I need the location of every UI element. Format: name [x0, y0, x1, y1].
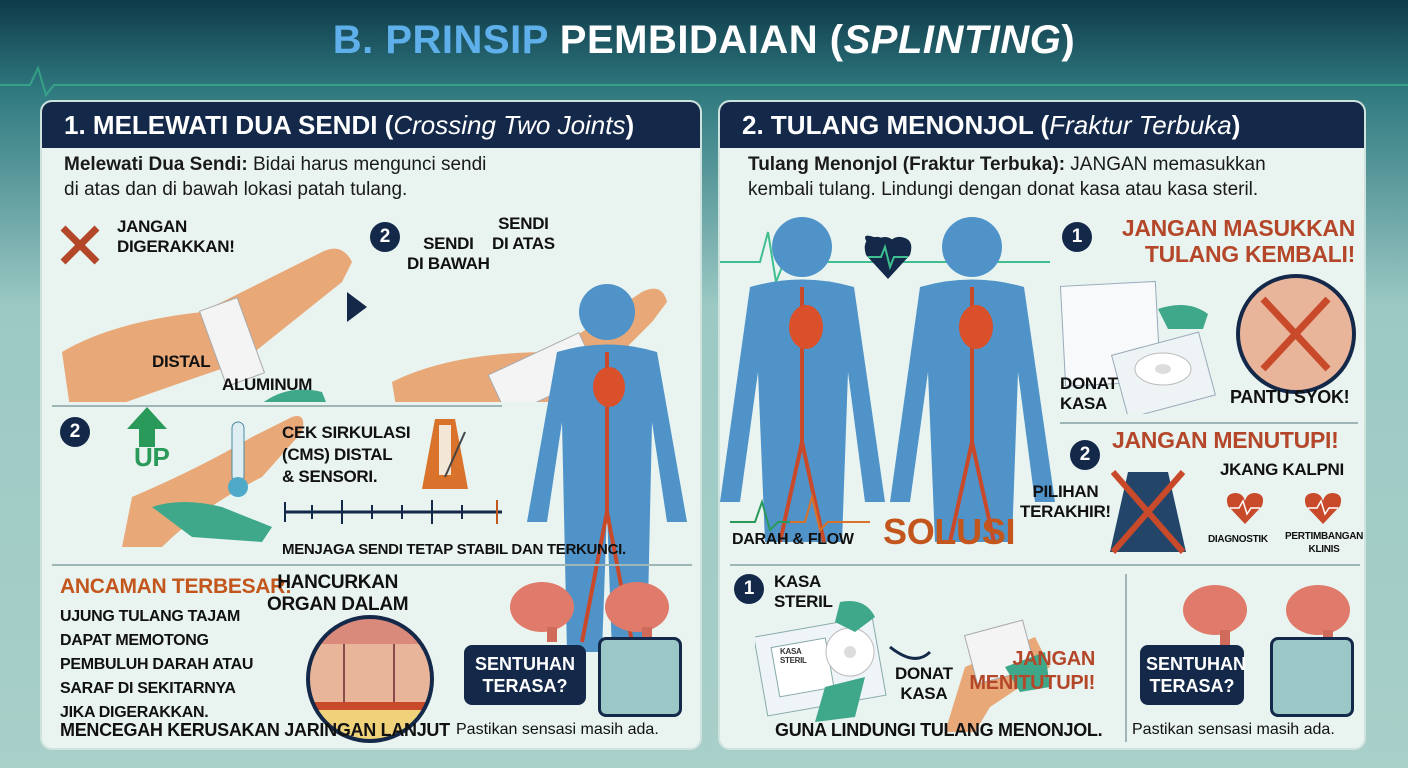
ecg-line-decoration: [0, 65, 1408, 98]
brain-icons: [1183, 585, 1350, 645]
label-up: UP: [134, 442, 170, 472]
label-mencegah: MENCEGAH KERUSAKAN JARINGAN LANJUT: [60, 720, 450, 740]
divider: [1060, 422, 1358, 424]
step-number-badge: 2: [60, 417, 90, 447]
label-pastikan-sensasi: Pastikan sensasi masih ada.: [1132, 721, 1335, 738]
human-circulatory-figure: [527, 284, 687, 652]
right-intro: Tulang Menonjol (Fraktur Terbuka): JANGA…: [748, 154, 1266, 200]
left-panel-crossing-two-joints: 1. MELEWATI DUA SENDI (Crossing Two Join…: [40, 100, 702, 750]
step-number-badge: 2: [370, 222, 400, 252]
right-panel-open-fracture: 2. TULANG MENONJOL (Fraktur Terbuka) Tul…: [718, 100, 1366, 750]
label-distal: DISTAL: [152, 352, 211, 371]
label-diagnostik: DIAGNOSTIK: [1208, 534, 1268, 545]
label-aluminum: ALUMINUM: [222, 375, 313, 394]
label-solusi: SOLUSI: [883, 511, 1016, 552]
applying-gauze-illustration: [755, 601, 1050, 732]
two-human-circulatory-figures: [720, 217, 1055, 542]
label-menjaga-sendi: MENJAGA SENDI TETAP STABIL DAN TERKUNCI.: [282, 541, 626, 558]
circulation-check-illustration: [122, 407, 304, 547]
label-jangan-menutupi: JANGAN MENUTUPI!: [1112, 427, 1339, 453]
heart-ecg-icon: [864, 236, 912, 279]
label-pastikan-sensasi: Pastikan sensasi masih ada.: [456, 721, 659, 738]
page-title: B. PRINSIP PEMBIDAIAN (SPLINTING): [332, 18, 1076, 62]
label-darah-flow: DARAH & FLOW: [732, 531, 854, 548]
heart-diagnostik-icon: [1226, 493, 1264, 524]
vertical-divider: [1125, 574, 1127, 742]
jacket-crossed-icon: [1110, 470, 1186, 554]
x-mark-icon: [60, 225, 100, 265]
label-cek-sirkulasi: CEK SIRKULASI(CMS) DISTAL& SENSORI.: [282, 423, 411, 486]
divider: [52, 564, 692, 566]
label-jkang-kalpni: JKANG KALPNI: [1220, 460, 1344, 479]
nerve-sensation-icon: [598, 637, 682, 717]
nerve-sensation-icon: [1270, 637, 1354, 717]
brain-icons: [510, 582, 669, 642]
heart-pertimbangan-icon: [1304, 493, 1342, 524]
step-number-badge: 1: [1062, 222, 1092, 252]
left-intro: Melewati Dua Sendi: Bidai harus mengunci…: [64, 154, 487, 200]
ruler-scale-icon: [284, 500, 502, 524]
tissue-cross-section-icon: [306, 615, 434, 743]
label-pantu-syok: PANTU SYOK!: [1230, 387, 1350, 407]
divider: [730, 564, 1360, 566]
right-panel-header: 2. TULANG MENONJOL (Fraktur Terbuka): [720, 102, 1364, 148]
label-ancaman-terbesar: ANCAMAN TERBESAR:: [60, 575, 292, 598]
left-panel-header: 1. MELEWATI DUA SENDI (Crossing Two Join…: [42, 102, 700, 148]
gauze-dressing-illustration: [1059, 274, 1356, 414]
metronome-icon: [422, 419, 468, 489]
divider: [52, 405, 502, 407]
label-guna-lindungi: GUNA LINDUNGI TULANG MENONJOL.: [775, 720, 1103, 740]
step-number-badge: 1: [734, 574, 764, 604]
step-number-badge: 2: [1070, 440, 1100, 470]
ecg-flow-icon: [730, 493, 870, 532]
